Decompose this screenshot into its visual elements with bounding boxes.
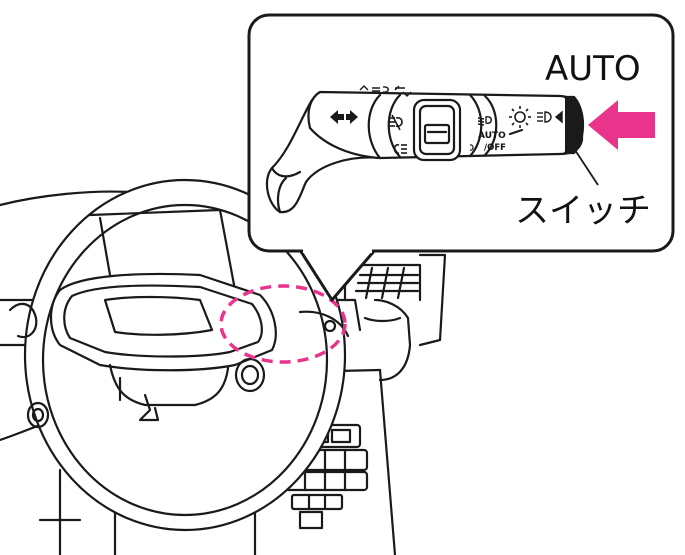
pointing-left-arrow-icon xyxy=(588,100,655,150)
rear-fog-light-icon xyxy=(393,144,407,154)
front-fog-light-icon xyxy=(389,114,403,131)
highlight-ellipse xyxy=(219,284,347,364)
top-indicator-symbols xyxy=(359,85,412,97)
switch-leader-line xyxy=(574,149,599,186)
steering-wheel xyxy=(8,178,350,532)
stalk-auto-position-label: AUTO xyxy=(478,131,506,141)
auto-label: AUTO xyxy=(545,49,641,89)
turn-signal-arrows-icon xyxy=(330,110,358,124)
sun-parking-light-icon xyxy=(509,106,531,128)
low-beam-icon xyxy=(477,116,492,126)
auto-headlight-icon xyxy=(537,110,563,124)
parking-off-label: /OFF xyxy=(469,143,506,153)
light-control-stalk xyxy=(265,90,584,214)
stalk-off-position-label: /OFF xyxy=(484,143,506,153)
switch-label: スイッチ xyxy=(515,191,651,231)
